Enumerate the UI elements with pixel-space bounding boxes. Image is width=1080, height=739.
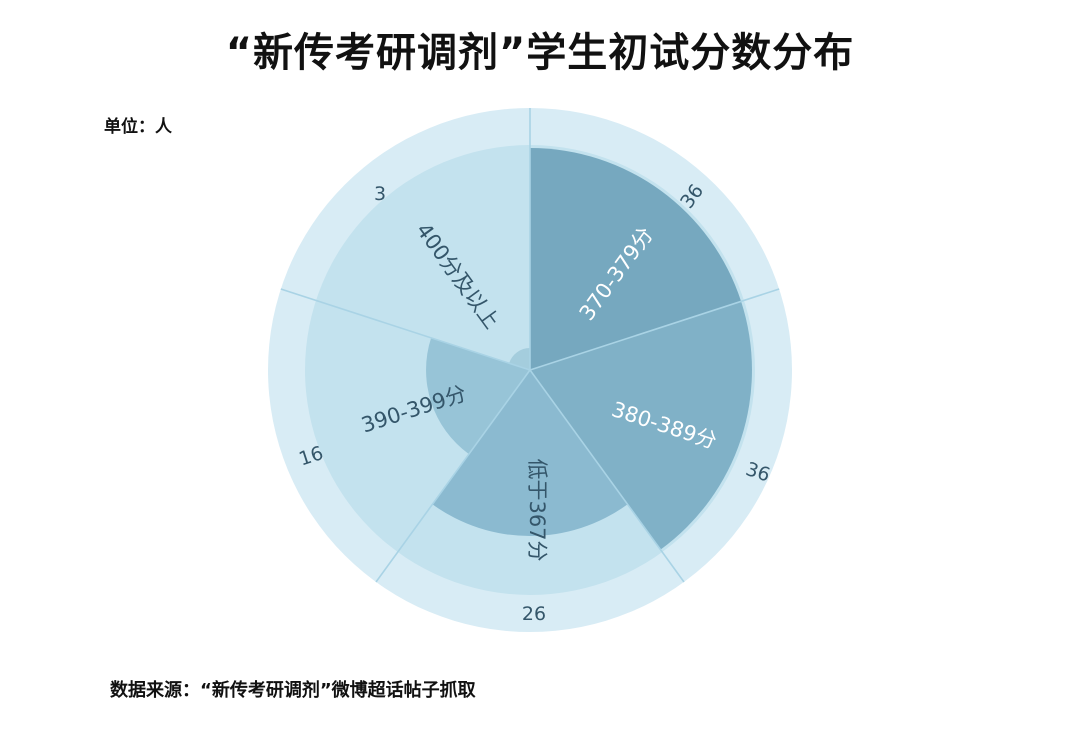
sector-dividers bbox=[280, 108, 780, 583]
slice-380-389[interactable] bbox=[530, 301, 752, 550]
label-below-367: 低于367分 bbox=[525, 458, 549, 561]
chart-title: “新传考研调剂”学生初试分数分布 bbox=[225, 30, 855, 76]
slice-370-379[interactable] bbox=[530, 148, 742, 370]
slice-below-367[interactable] bbox=[432, 370, 628, 537]
value-below-367: 26 bbox=[522, 603, 546, 625]
unit-label: 单位：人 bbox=[104, 117, 172, 137]
data-source-note: 数据来源：“新传考研调剂”微博超话帖子抓取 bbox=[110, 680, 476, 701]
value-400-plus: 3 bbox=[374, 183, 386, 205]
slice-390-399[interactable] bbox=[426, 337, 530, 455]
